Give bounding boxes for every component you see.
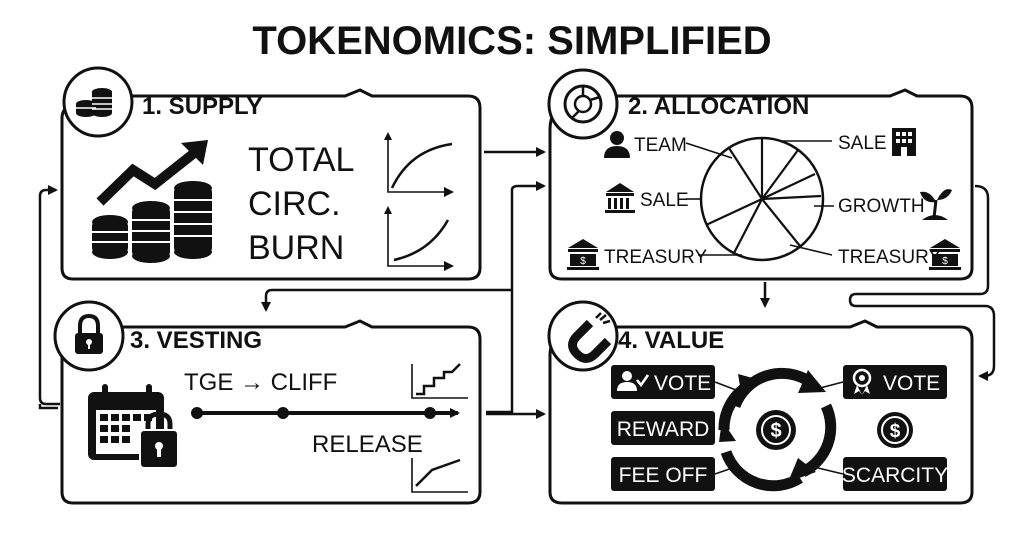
allocation-label-treasury-right: TREASURY [838, 247, 941, 268]
svg-text:VOTE: VOTE [654, 372, 711, 395]
allocation-label-sale-left: SALE [640, 190, 689, 211]
bank-icon [567, 239, 599, 270]
vote-right-badge: VOTE [843, 365, 947, 399]
scarcity-badge: SCARCITY [842, 457, 948, 491]
step-chart [411, 363, 468, 399]
growth-chart-icon [92, 140, 212, 263]
bank-icon [605, 183, 635, 213]
building-icon [892, 128, 916, 156]
supply-item-total: TOTAL [248, 141, 354, 179]
release-chart [411, 458, 468, 493]
svg-text:$: $ [580, 256, 586, 267]
value-panel: 4. VALUE VOTE REWARD FEE OFF VOTE [547, 300, 974, 505]
award-icon [852, 368, 872, 395]
value-connectors [714, 381, 844, 475]
svg-text:REWARD: REWARD [617, 418, 710, 441]
supply-panel: 1. SUPPLY TOTAL CIRC. BURN [60, 66, 482, 281]
allocation-label-growth: GROWTH [838, 196, 925, 217]
vesting-tge-cliff: TGE → CLIFF [184, 369, 337, 396]
svg-text:FEE OFF: FEE OFF [619, 464, 708, 487]
reward-badge: REWARD [611, 411, 715, 445]
vesting-panel: 3. VESTING TGE → CLIFF RELEASE [53, 300, 482, 505]
coin-stack-icon [62, 66, 134, 138]
sprout-icon [920, 189, 952, 220]
allocation-label-sale-right: SALE [838, 133, 887, 154]
pie-chart-icon [547, 68, 619, 140]
allocation-label-team: TEAM [634, 135, 687, 156]
svg-text:VOTE: VOTE [883, 372, 940, 395]
cycle-arrows-icon: $ [718, 367, 837, 492]
vesting-timeline [191, 407, 460, 419]
allocation-panel: 2. ALLOCATION [547, 68, 974, 281]
burn-curve-chart [384, 206, 454, 271]
supply-item-circ: CIRC. [248, 185, 341, 223]
supply-curve-chart [384, 132, 454, 197]
vesting-header: 3. VESTING [130, 327, 262, 354]
vesting-release: RELEASE [312, 431, 423, 458]
supply-header: 1. SUPPLY [142, 93, 263, 120]
svg-text:$: $ [942, 256, 948, 267]
allocation-header: 2. ALLOCATION [628, 93, 809, 120]
svg-text:$: $ [770, 420, 781, 442]
person-icon [604, 131, 630, 158]
allocation-pie [685, 136, 834, 262]
svg-text:SCARCITY: SCARCITY [842, 464, 948, 487]
magnet-icon [547, 300, 619, 372]
bank-icon [929, 239, 961, 270]
vote-left-badge: VOTE [611, 365, 715, 399]
allocation-label-treasury-left: TREASURY [604, 247, 707, 268]
calendar-lock-icon [88, 384, 179, 469]
page-title: TOKENOMICS: SIMPLIFIED [252, 19, 771, 63]
flow-connectors [38, 147, 996, 419]
svg-text:$: $ [890, 421, 901, 442]
value-header: 4. VALUE [618, 327, 724, 354]
supply-item-burn: BURN [248, 229, 344, 267]
fee-off-badge: FEE OFF [611, 457, 715, 491]
dollar-coin-icon: $ [877, 412, 913, 448]
lock-icon [53, 300, 125, 372]
